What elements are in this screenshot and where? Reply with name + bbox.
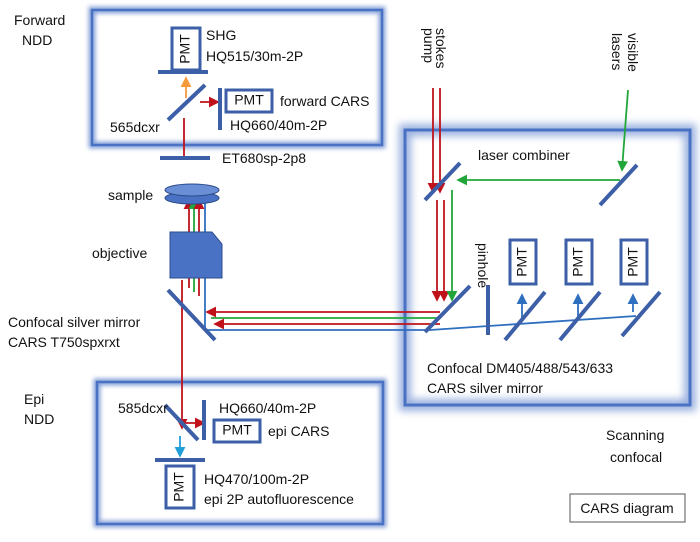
confocal-label: confocal <box>610 449 662 465</box>
pmt-epi-cars: PMT <box>212 418 262 444</box>
dichroic-585 <box>163 403 200 442</box>
laser-combiner-label: laser combiner <box>478 147 570 163</box>
visible-laser-beam <box>617 89 629 172</box>
hq660-fwd-label: HQ660/40m-2P <box>230 117 327 133</box>
visible-label: visible <box>625 33 641 72</box>
epi-cars-label: epi CARS <box>268 423 329 439</box>
confocal-silver-mirror-label: Confocal silver mirror <box>8 314 141 330</box>
scanning-label: Scanning <box>606 427 664 443</box>
epi-cars-filter <box>202 400 206 440</box>
pmt-dichroic-1 <box>503 290 547 342</box>
pmt-forward-cars-label: PMT <box>234 92 264 108</box>
confocal-dm-label: Confocal DM405/488/543/633 <box>427 360 613 376</box>
hq660-epi-label: HQ660/40m-2P <box>219 400 316 416</box>
forward-cars-filter <box>218 88 222 130</box>
pmt-dichroic-3 <box>620 290 662 338</box>
pinhole-label: pinhole <box>475 243 491 288</box>
confocal-silver-mirror <box>166 288 217 342</box>
pmt-epi-cars-label: PMT <box>222 422 252 438</box>
epi-ndd-label-2: NDD <box>24 411 54 427</box>
et680-label: ET680sp-2p8 <box>222 150 306 166</box>
pmt-epi-2p: PMT <box>164 464 196 510</box>
optical-elements <box>155 70 662 462</box>
et680-filter <box>160 156 210 160</box>
forward-ndd-label-1: Forward <box>14 12 65 28</box>
pmt-confocal-2-label: PMT <box>570 247 586 277</box>
forward-ndd-box <box>88 6 386 149</box>
cars-diagram-caption: CARS diagram <box>569 493 686 523</box>
scanning-confocal-box <box>399 124 696 411</box>
confocal-dm-mirror <box>423 284 472 334</box>
visible-laser-mirror <box>598 163 639 207</box>
objective-lens <box>169 231 223 279</box>
cars-diagram-label: CARS diagram <box>580 500 673 516</box>
laser-combiner-mirror <box>423 161 462 202</box>
shg-filter <box>158 70 208 74</box>
stokes-label: stokes <box>433 28 449 68</box>
forward-ndd-label-2: NDD <box>22 32 52 48</box>
hq470-filter <box>155 458 205 462</box>
cars-silver-mirror-label: CARS silver mirror <box>427 380 543 396</box>
hq470-label: HQ470/100m-2P <box>204 471 309 487</box>
pmt-forward-cars: PMT <box>224 88 274 114</box>
pinhole-bar <box>486 285 490 335</box>
pmt-epi-2p-label: PMT <box>171 472 187 502</box>
objective-label: objective <box>92 245 147 261</box>
pump-label: pump <box>421 28 437 63</box>
dcxr565-label: 565dcxr <box>110 119 160 135</box>
pmt-confocal-1-label: PMT <box>514 247 530 277</box>
forward-cars-label: forward CARS <box>280 93 369 109</box>
dichroic-565 <box>166 83 207 122</box>
sample-label: sample <box>108 187 153 203</box>
epi-ndd-label-1: Epi <box>24 391 44 407</box>
pmt-shg: PMT <box>170 26 202 72</box>
pmt-shg-label: PMT <box>177 34 193 64</box>
hq515-label: HQ515/30m-2P <box>206 48 303 64</box>
labels: Forward NDD SHG HQ515/30m-2P forward CAR… <box>8 12 664 507</box>
lasers-label: lasers <box>609 33 625 70</box>
cars-t750-label: CARS T750spxrxt <box>8 334 120 350</box>
pmt-confocal-2: PMT <box>564 238 594 286</box>
pmt-confocal-3: PMT <box>619 238 649 286</box>
epi-2p-label: epi 2P autofluorescence <box>204 491 354 507</box>
pmt-dichroic-2 <box>558 290 602 342</box>
blue-beam-return <box>207 315 637 331</box>
epi-ndd-box <box>93 378 387 528</box>
dcxr585-label: 585dcxr <box>118 400 168 416</box>
pmt-confocal-1: PMT <box>508 238 538 286</box>
pmt-confocal-3-label: PMT <box>625 247 641 277</box>
shg-label: SHG <box>206 27 236 43</box>
